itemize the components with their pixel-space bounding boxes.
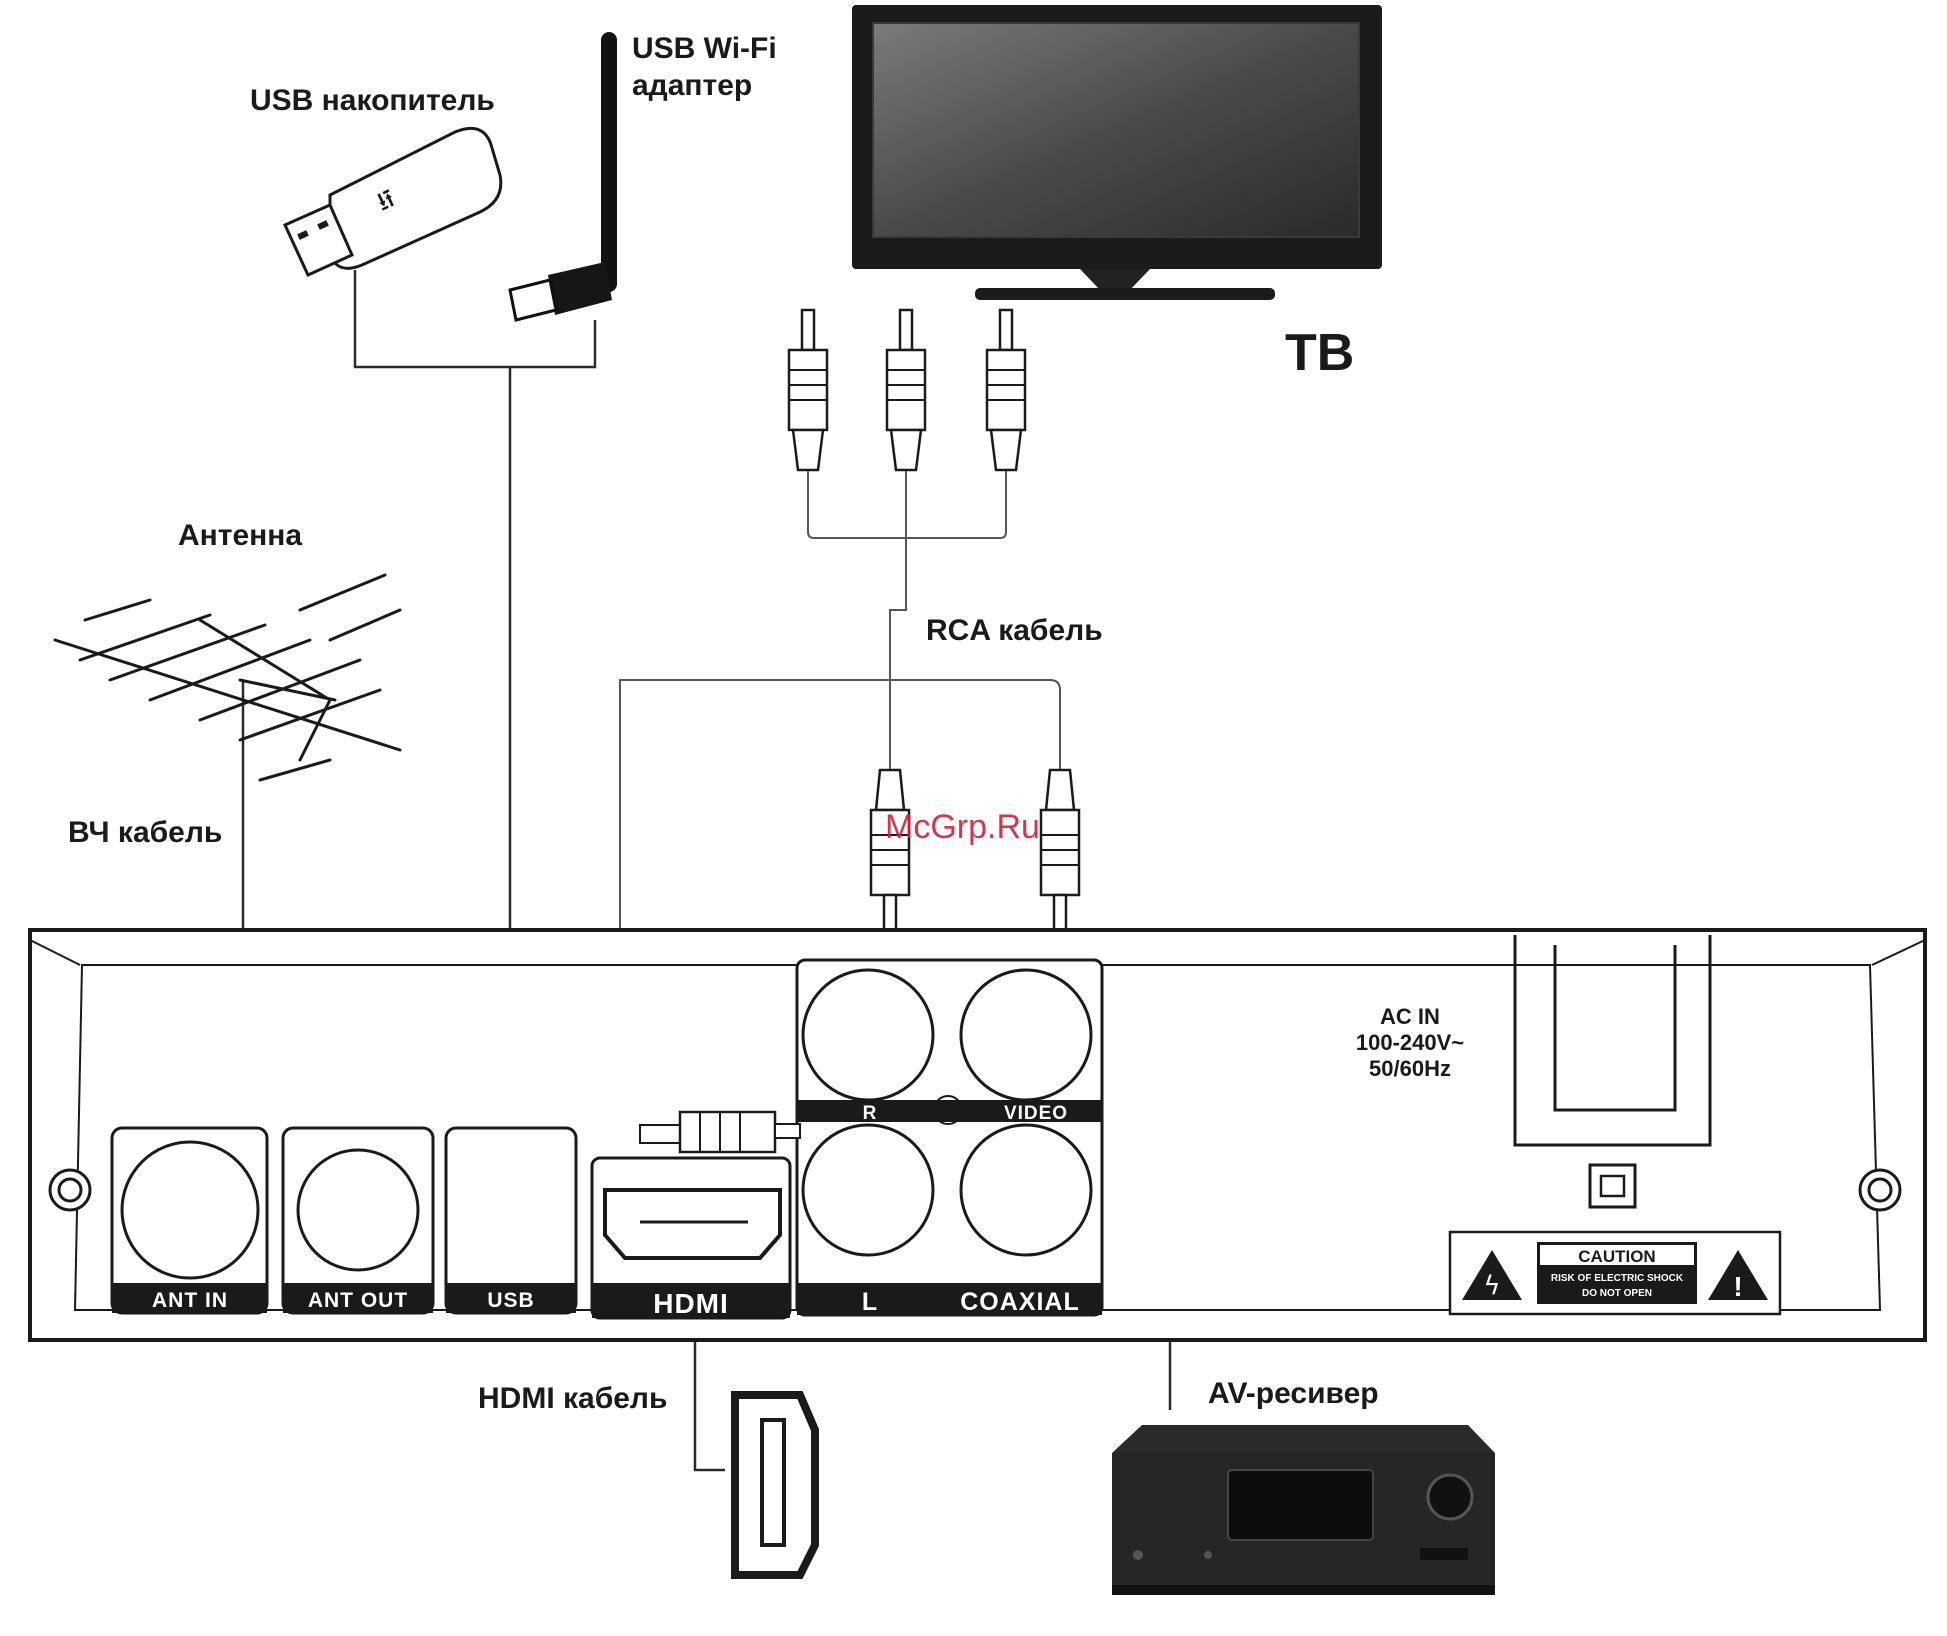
rca-plugs-bottom (871, 770, 1079, 935)
av-receiver-device (1112, 1425, 1495, 1595)
port-coaxial-label: COAXIAL (960, 1288, 1080, 1316)
av-jack-block (797, 960, 1102, 1315)
usb-wifi-device (510, 32, 617, 320)
usb-storage-device: ⭿ (285, 128, 501, 275)
port-hdmi-label: HDMI (653, 1288, 729, 1319)
antenna-label: Антенна (178, 519, 302, 552)
port-usb (446, 1128, 576, 1313)
power-line1: AC IN (1380, 1004, 1440, 1029)
av-receiver-label: AV-ресивер (1208, 1377, 1379, 1410)
port-r-label: R (863, 1103, 878, 1124)
port-ant-in-label: ANT IN (152, 1289, 228, 1312)
tv-device (852, 5, 1382, 300)
rca-mid-wire (890, 470, 906, 770)
power-line3: 50/60Hz (1369, 1056, 1451, 1081)
rca-plugs-top (789, 310, 1025, 470)
port-ant-out-label: ANT OUT (308, 1289, 408, 1312)
power-line2: 100-240V~ (1356, 1030, 1464, 1055)
rf-cable-label: ВЧ кабель (68, 816, 222, 849)
rca-cable-label: RCA кабель (926, 614, 1103, 647)
caution-line1: RISK OF ELECTRIC SHOCK (1551, 1273, 1684, 1284)
port-video-label: VIDEO (1004, 1103, 1068, 1124)
watermark: McGrp.Ru (885, 808, 1040, 846)
port-l-label: L (862, 1288, 878, 1316)
usb-wifi-label-line2: адаптер (632, 69, 752, 102)
caution-title: CAUTION (1578, 1247, 1655, 1266)
port-usb-label: USB (487, 1289, 534, 1312)
usb-wifi-label-line1: USB Wi-Fi (632, 32, 777, 65)
shock-warning-icon: ϟ (1483, 1271, 1500, 1301)
exclamation-warning-icon: ! (1733, 1271, 1742, 1302)
port-ant-in (112, 1128, 267, 1313)
usb-storage-label: USB накопитель (250, 84, 495, 117)
antenna-icon (55, 575, 400, 780)
hdmi-cable-label: HDMI кабель (478, 1382, 667, 1415)
caution-line2: DO NOT OPEN (1582, 1288, 1652, 1299)
port-ant-out (283, 1128, 433, 1313)
hdmi-plug-icon (735, 1395, 815, 1575)
tv-label: ТВ (1285, 324, 1354, 382)
